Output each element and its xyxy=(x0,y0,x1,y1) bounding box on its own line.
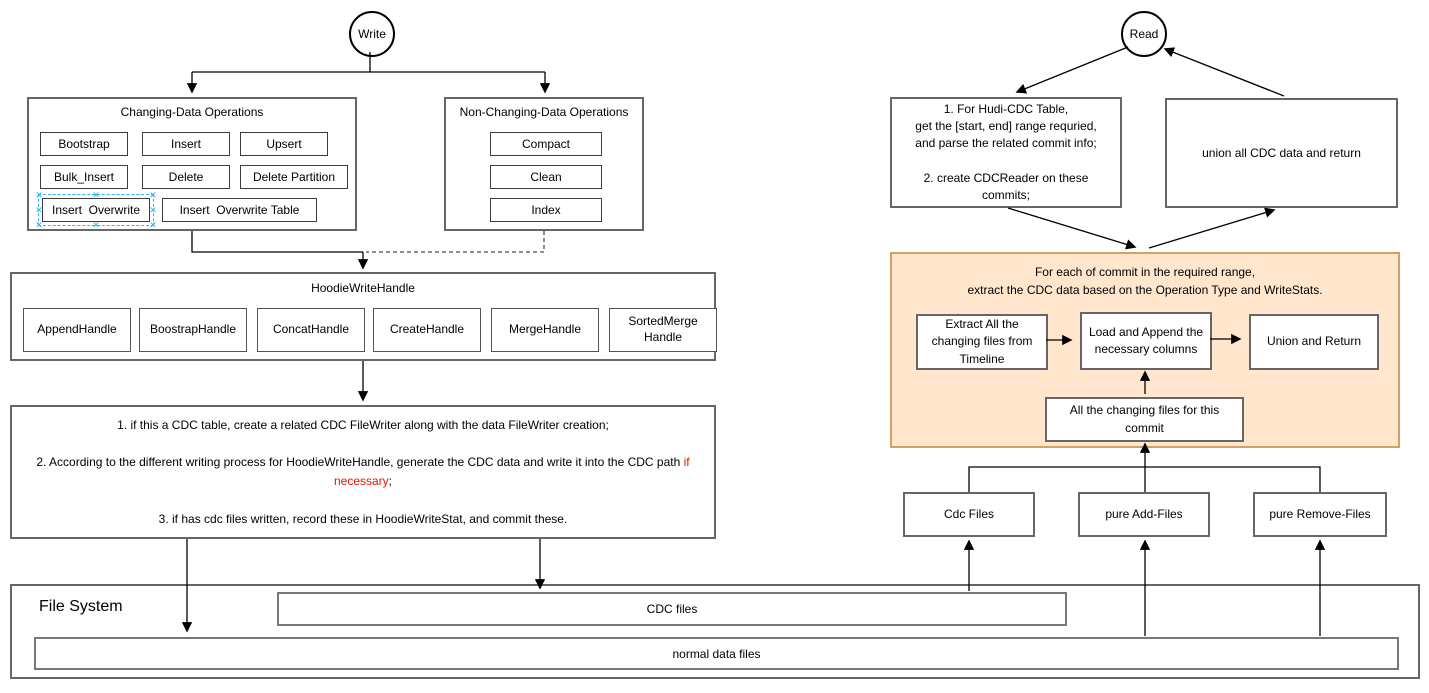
arrow-prepare-to-per-commit xyxy=(1007,207,1137,250)
connector-non-changing-dashed xyxy=(366,231,545,253)
connector-changing-to-handle xyxy=(191,231,363,253)
connector-file-groups-bus xyxy=(968,466,1321,492)
sorted-merge-handle[interactable]: SortedMerge Handle xyxy=(609,308,717,352)
op-insert-overwrite-table[interactable]: Insert Overwrite Table xyxy=(162,198,317,222)
op-delete-partition[interactable]: Delete Partition xyxy=(240,165,348,189)
concat-handle[interactable]: ConcatHandle xyxy=(257,308,365,352)
read-union-box[interactable]: union all CDC data and return xyxy=(1165,98,1398,208)
changing-data-operations-title: Changing-Data Operations xyxy=(120,105,264,119)
non-changing-data-operations-group[interactable]: Non-Changing-Data Operations Compact Cle… xyxy=(444,97,644,231)
per-commit-group[interactable]: For each of commit in the required range… xyxy=(890,252,1400,448)
op-bulk-insert[interactable]: Bulk_Insert xyxy=(40,165,128,189)
write-steps-box[interactable]: 1. if this a CDC table, create a related… xyxy=(10,405,716,539)
op-insert-overwrite[interactable]: Insert Overwrite xyxy=(42,198,150,222)
read-node[interactable]: Read xyxy=(1121,11,1167,57)
selection-handle-icon[interactable] xyxy=(149,206,157,214)
extract-changing-files-box[interactable]: Extract All the changing files from Time… xyxy=(916,314,1048,370)
op-insert[interactable]: Insert xyxy=(142,132,230,156)
cdc-files-store[interactable]: CDC files xyxy=(277,592,1067,626)
op-index[interactable]: Index xyxy=(490,198,602,222)
selection-handle-icon[interactable] xyxy=(35,221,43,229)
write-step-1: 1. if this a CDC table, create a related… xyxy=(117,417,609,432)
read-prepare-box[interactable]: 1. For Hudi-CDC Table, get the [start, e… xyxy=(890,97,1122,208)
op-bootstrap[interactable]: Bootstrap xyxy=(40,132,128,156)
selection-handle-icon[interactable] xyxy=(149,191,157,199)
read-prepare-text: 1. For Hudi-CDC Table, get the [start, e… xyxy=(915,102,1097,202)
append-handle[interactable]: AppendHandle xyxy=(23,308,131,352)
cdc-files-group-box[interactable]: Cdc Files xyxy=(903,492,1035,537)
create-handle[interactable]: CreateHandle xyxy=(373,308,481,352)
pure-remove-files-box[interactable]: pure Remove-Files xyxy=(1253,492,1387,537)
selection-handle-icon[interactable] xyxy=(92,221,100,229)
arrow-per-commit-to-union xyxy=(1148,207,1276,249)
boostrap-handle[interactable]: BoostrapHandle xyxy=(139,308,247,352)
op-clean[interactable]: Clean xyxy=(490,165,602,189)
load-append-columns-box[interactable]: Load and Append the necessary columns xyxy=(1080,312,1212,370)
op-compact[interactable]: Compact xyxy=(490,132,602,156)
all-changing-files-box[interactable]: All the changing files for this commit xyxy=(1045,397,1244,442)
non-changing-data-operations-title: Non-Changing-Data Operations xyxy=(459,105,629,119)
write-node[interactable]: Write xyxy=(349,11,395,57)
union-and-return-box[interactable]: Union and Return xyxy=(1249,314,1379,370)
op-upsert[interactable]: Upsert xyxy=(240,132,328,156)
changing-data-operations-group[interactable]: Changing-Data Operations Bootstrap Inser… xyxy=(27,97,357,231)
write-step-2-highlight: if necessary xyxy=(333,455,690,488)
write-step-2: 2. According to the different writing pr… xyxy=(36,455,690,488)
per-commit-title: For each of commit in the required range… xyxy=(967,265,1323,297)
normal-data-files-store[interactable]: normal data files xyxy=(34,637,1399,670)
file-system-title: File System xyxy=(39,598,123,615)
pure-add-files-box[interactable]: pure Add-Files xyxy=(1078,492,1210,537)
arrow-read-to-prepare xyxy=(1015,46,1129,94)
read-node-label: Read xyxy=(1129,27,1159,41)
arrow-union-to-read xyxy=(1163,47,1285,97)
write-step-3: 3. if has cdc files written, record thes… xyxy=(158,511,568,526)
write-node-label: Write xyxy=(358,27,386,41)
read-union-text: union all CDC data and return xyxy=(1202,146,1361,160)
file-system-group[interactable]: File System CDC files normal data files xyxy=(10,584,1420,679)
op-delete[interactable]: Delete xyxy=(142,165,230,189)
merge-handle[interactable]: MergeHandle xyxy=(491,308,599,352)
hoodie-write-handle-title: HoodieWriteHandle xyxy=(311,281,415,295)
hoodie-write-handle-group[interactable]: HoodieWriteHandle AppendHandle BoostrapH… xyxy=(10,272,717,361)
selection-handle-icon[interactable] xyxy=(149,221,157,229)
